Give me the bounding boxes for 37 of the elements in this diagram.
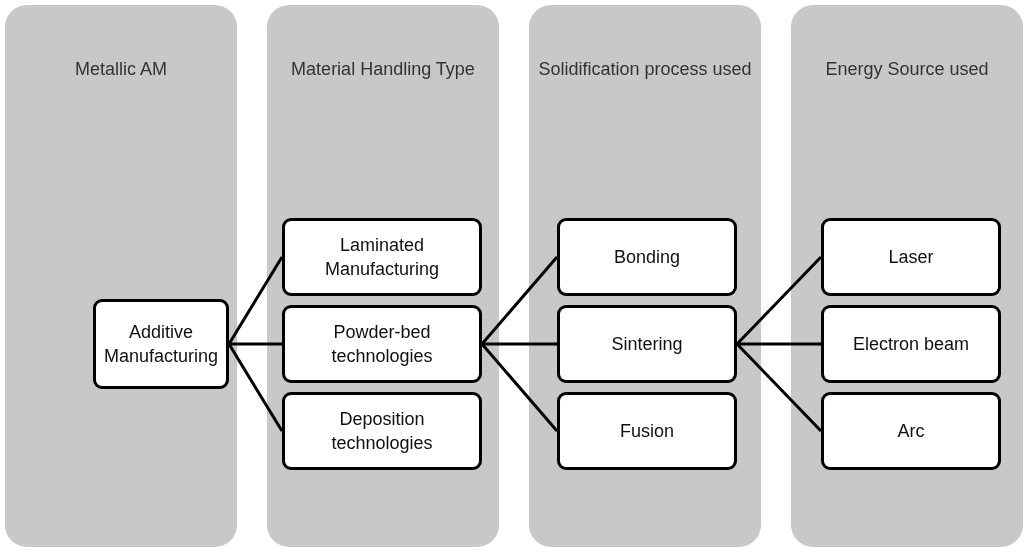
connector-line xyxy=(480,343,559,432)
connector-line xyxy=(227,256,284,345)
box-label: Sintering xyxy=(611,333,683,356)
process-box xyxy=(282,218,482,296)
box-label: Powder-bed technologies xyxy=(330,321,434,368)
connector-line xyxy=(735,342,823,433)
connector-line xyxy=(480,256,559,345)
process-box xyxy=(93,299,229,389)
column-heading: Metallic AM xyxy=(74,58,168,81)
process-box xyxy=(821,392,1001,470)
box-label: Deposition technologies xyxy=(330,408,434,455)
column-heading: Material Handling Type xyxy=(290,58,476,81)
connector-line xyxy=(229,342,282,346)
process-box xyxy=(821,305,1001,383)
process-box xyxy=(282,392,482,470)
column-band xyxy=(5,5,237,547)
box-label: Electron beam xyxy=(852,333,970,356)
process-box xyxy=(557,218,737,296)
column-band xyxy=(791,5,1023,547)
process-box xyxy=(282,305,482,383)
connector-line xyxy=(227,343,284,432)
process-box xyxy=(557,392,737,470)
box-label: Additive Manufacturing xyxy=(102,321,220,368)
process-box xyxy=(557,305,737,383)
process-box xyxy=(821,218,1001,296)
box-label: Arc xyxy=(897,420,925,443)
column-band xyxy=(529,5,761,547)
connector-line xyxy=(737,342,821,346)
box-label: Fusion xyxy=(620,420,674,443)
box-label: Bonding xyxy=(613,246,681,269)
column-heading: Solidification process used xyxy=(537,58,753,81)
box-label: Laser xyxy=(888,246,934,269)
connector-line xyxy=(482,342,557,346)
column-band xyxy=(267,5,499,547)
connector-line xyxy=(735,255,823,346)
box-label: Laminated Manufacturing xyxy=(323,234,441,281)
column-heading: Energy Source used xyxy=(824,58,990,81)
